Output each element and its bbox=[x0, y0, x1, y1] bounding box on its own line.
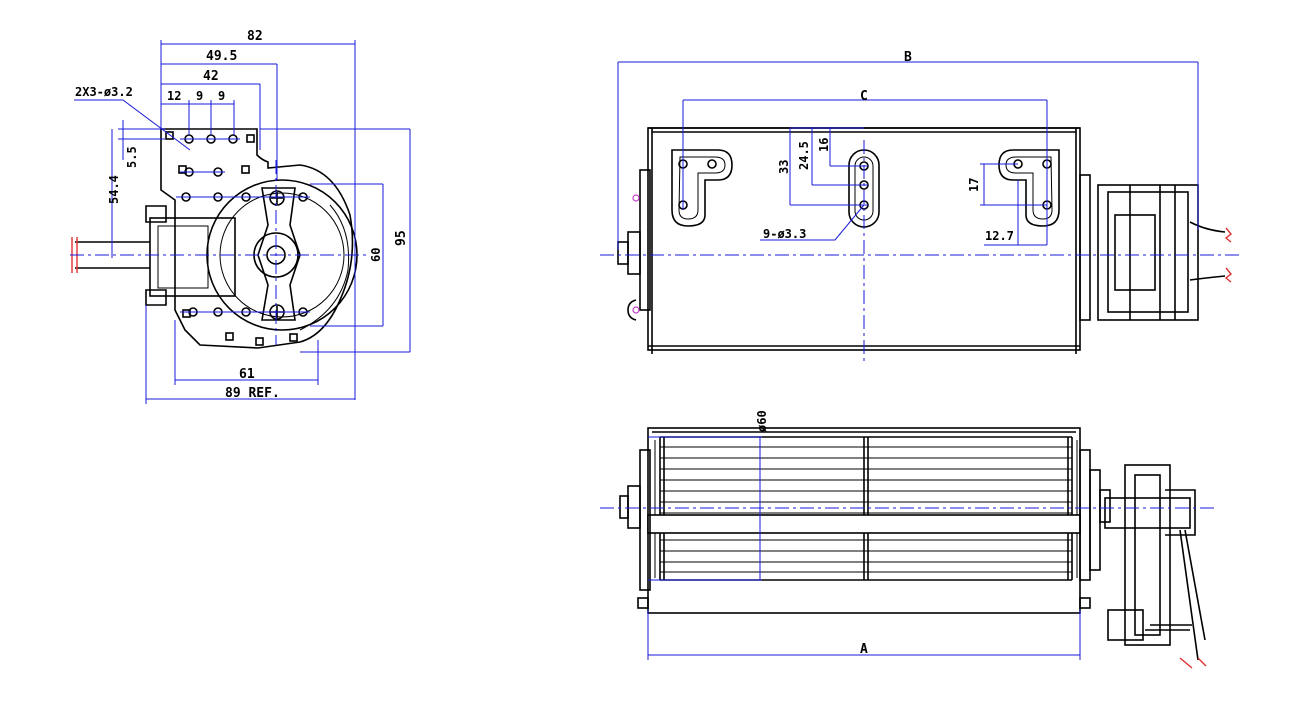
dim-42: 42 bbox=[203, 69, 219, 84]
side-view: 82 49.5 42 12 9 9 2X3-ø3.2 5.5 54.4 60 9… bbox=[70, 29, 411, 404]
wire-end-top bbox=[1224, 227, 1232, 243]
hub-bracket bbox=[257, 187, 301, 321]
motor-side bbox=[1104, 464, 1207, 669]
motor-cap-bottom bbox=[145, 289, 167, 306]
dim-B: B bbox=[904, 50, 912, 65]
screw-top bbox=[269, 190, 285, 206]
dim-49-5: 49.5 bbox=[206, 49, 237, 64]
front-view: ø60 A bbox=[600, 410, 1215, 669]
dim-17: 17 bbox=[967, 178, 981, 192]
dim-C: C bbox=[860, 89, 868, 104]
cutoff-bar bbox=[647, 514, 1081, 534]
motor-coil bbox=[149, 217, 236, 297]
dim-89-ref: 89 REF. bbox=[225, 386, 280, 401]
wire-end-front bbox=[1179, 657, 1207, 669]
dim-95: 95 bbox=[394, 230, 409, 246]
marker-dot-top bbox=[632, 194, 640, 202]
dim-61: 61 bbox=[239, 367, 255, 382]
housing-scroll bbox=[299, 204, 350, 331]
dim-9a: 9 bbox=[196, 89, 203, 103]
dim-82: 82 bbox=[247, 29, 263, 44]
dim-33: 33 bbox=[777, 160, 791, 174]
mounting-slot-right bbox=[998, 149, 1060, 227]
dim-16: 16 bbox=[817, 138, 831, 152]
dim-9b: 9 bbox=[218, 89, 225, 103]
wire-end-bottom bbox=[1224, 267, 1232, 283]
dim-holes: 9-ø3.3 bbox=[763, 227, 806, 241]
dim-12: 12 bbox=[167, 89, 181, 103]
motor-coil-inner bbox=[157, 225, 209, 289]
top-view: B C 33 24.5 16 17 9-ø3.3 12.7 bbox=[600, 50, 1240, 365]
marker-dot-bottom bbox=[632, 306, 640, 314]
motor bbox=[1097, 184, 1232, 321]
dim-60: 60 bbox=[369, 248, 383, 262]
dim-A: A bbox=[860, 642, 868, 657]
mounting-plate bbox=[160, 128, 354, 349]
motor-cap-top bbox=[145, 205, 167, 223]
dim-12-7: 12.7 bbox=[985, 229, 1014, 243]
mounting-holes bbox=[165, 131, 308, 346]
dim-5-5: 5.5 bbox=[125, 146, 139, 168]
dim-holes: 2X3-ø3.2 bbox=[75, 85, 133, 99]
dim-54-4: 54.4 bbox=[107, 175, 121, 204]
dim-24-5: 24.5 bbox=[797, 141, 811, 170]
dim-dia-60: ø60 bbox=[755, 410, 769, 432]
mounting-slot-left bbox=[671, 149, 733, 227]
